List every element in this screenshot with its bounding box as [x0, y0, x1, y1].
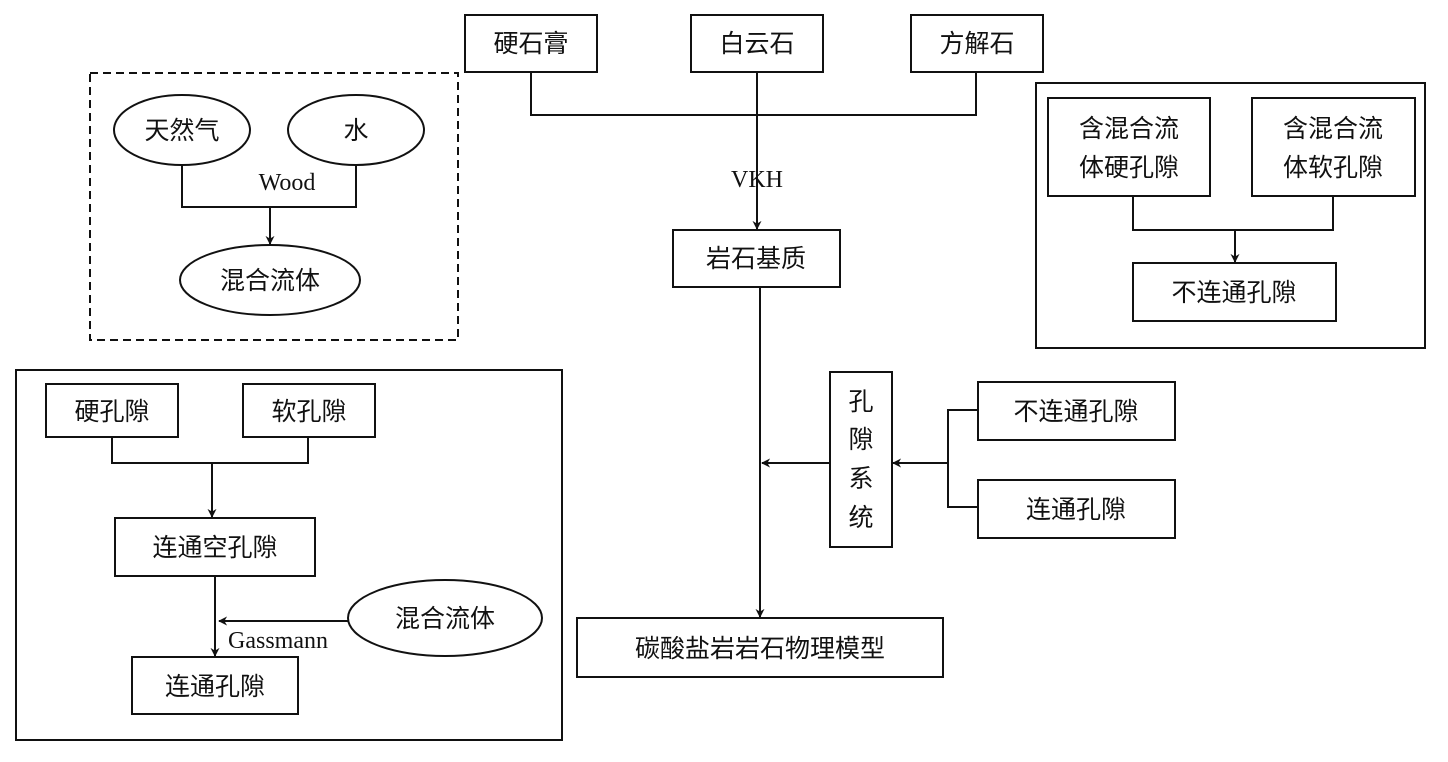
connected-pore-label: 连通孔隙: [1026, 495, 1126, 524]
disconnected-pore-label: 不连通孔隙: [1013, 397, 1138, 426]
pore-system-char: 统: [848, 503, 873, 532]
wood-label: Wood: [259, 170, 316, 196]
vkh-label: VKH: [731, 167, 783, 193]
pore-system-char: 隙: [848, 425, 873, 454]
hard-pore-fluid-label: 体硬孔隙: [1079, 153, 1179, 182]
gassmann-label: Gassmann: [228, 628, 328, 654]
gas-label: 天然气: [144, 116, 219, 145]
hard-pore-fluid-label: 含混合流: [1079, 114, 1179, 143]
dolomite-label: 白云石: [719, 29, 794, 58]
water-label: 水: [343, 116, 368, 145]
dry-pore-label: 连通空孔隙: [152, 533, 277, 562]
disconnected-pore-node: [977, 381, 1176, 441]
disconnected-pore-panel: 含混合流 体硬孔隙 含混合流 体软孔隙 不连通孔隙: [1035, 82, 1426, 349]
soft-pore-label: 软孔隙: [271, 397, 346, 426]
fluid-mixing-panel: 天然气 水 Wood 混合流体: [89, 72, 459, 341]
mineral-nodes: 硬石膏 白云石 方解石 VKH: [464, 14, 1044, 230]
pore-system-char: 孔: [848, 387, 873, 416]
anhydrite-label: 硬石膏: [493, 29, 568, 58]
hard-pore-label: 硬孔隙: [74, 397, 149, 426]
mixed-fluid-label: 混合流体: [395, 604, 495, 633]
connected-result-label: 连通孔隙: [165, 672, 265, 701]
connected-pore-node: [977, 479, 1176, 539]
soft-pore-fluid-label: 含混合流: [1283, 114, 1383, 143]
disconnected-result-label: 不连通孔隙: [1171, 278, 1296, 307]
rock-matrix-label: 岩石基质: [706, 244, 806, 273]
connected-pore-panel: 硬孔隙 软孔隙 连通空孔隙 混合流体 Gassmann 连通孔隙: [15, 369, 563, 741]
pore-system-char: 系: [848, 464, 873, 493]
calcite-label: 方解石: [939, 29, 1014, 58]
final-model-label: 碳酸盐岩岩石物理模型: [635, 634, 885, 663]
rock-matrix-node: [672, 229, 841, 288]
final-model-node: [576, 617, 944, 678]
mixed-fluid-node: [179, 244, 361, 316]
soft-pore-fluid-label: 体软孔隙: [1283, 153, 1383, 182]
pore-system-node: [829, 371, 893, 548]
mixed-fluid-label: 混合流体: [220, 266, 320, 295]
